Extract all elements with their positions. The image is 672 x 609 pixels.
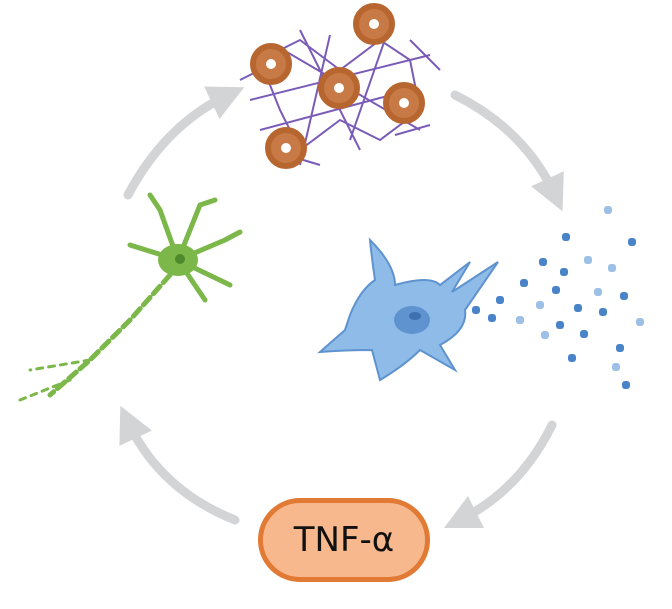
cytokine-particle (616, 344, 624, 352)
tnf-alpha-label: TNF-α (293, 520, 395, 560)
arrow-tnf-to-neuron (119, 405, 240, 525)
arrow-neuron-to-plaques (123, 86, 245, 200)
cytokine-particle (599, 308, 607, 316)
cytokine-particle (604, 206, 612, 214)
cytokine-particle (636, 318, 644, 326)
cytokine-particle (574, 304, 582, 312)
cytokine-particle (612, 363, 620, 371)
amyloid-plaques (239, 3, 441, 169)
cytokine-particle (580, 330, 588, 338)
cytokine-particle (488, 314, 496, 322)
cytokine-particle (516, 316, 524, 324)
cytokine-particle (620, 292, 628, 300)
cytokine-particle (536, 301, 544, 309)
cytokine-particle (584, 256, 592, 264)
microglia-cell (317, 237, 499, 382)
cytokine-particle (568, 354, 576, 362)
cytokine-particle (496, 296, 504, 304)
cytokine-particle (552, 286, 560, 294)
cytokine-particle (608, 264, 616, 272)
cytokine-particle (520, 279, 528, 287)
arrow-microglia-to-tnf (443, 420, 557, 529)
neuron-nucleus (175, 254, 185, 264)
cytokine-particle (556, 321, 564, 329)
cytokine-particle (562, 233, 570, 241)
plaque-centers (266, 19, 409, 153)
cycle-arrows (119, 86, 564, 529)
cytokine-particles (472, 206, 644, 389)
arrow-plaques-to-microglia (450, 90, 564, 212)
cytokine-particle (539, 258, 547, 266)
microglia-nucleus (394, 306, 430, 334)
cytokine-particle (622, 381, 630, 389)
cytokine-particle (472, 306, 480, 314)
cytokine-particle (541, 331, 549, 339)
tnf-alpha-node: TNF-α (258, 498, 430, 582)
degenerating-neuron (18, 192, 243, 402)
cytokine-particle (628, 238, 636, 246)
cytokine-particle (560, 268, 568, 276)
cytokine-particle (594, 288, 602, 296)
